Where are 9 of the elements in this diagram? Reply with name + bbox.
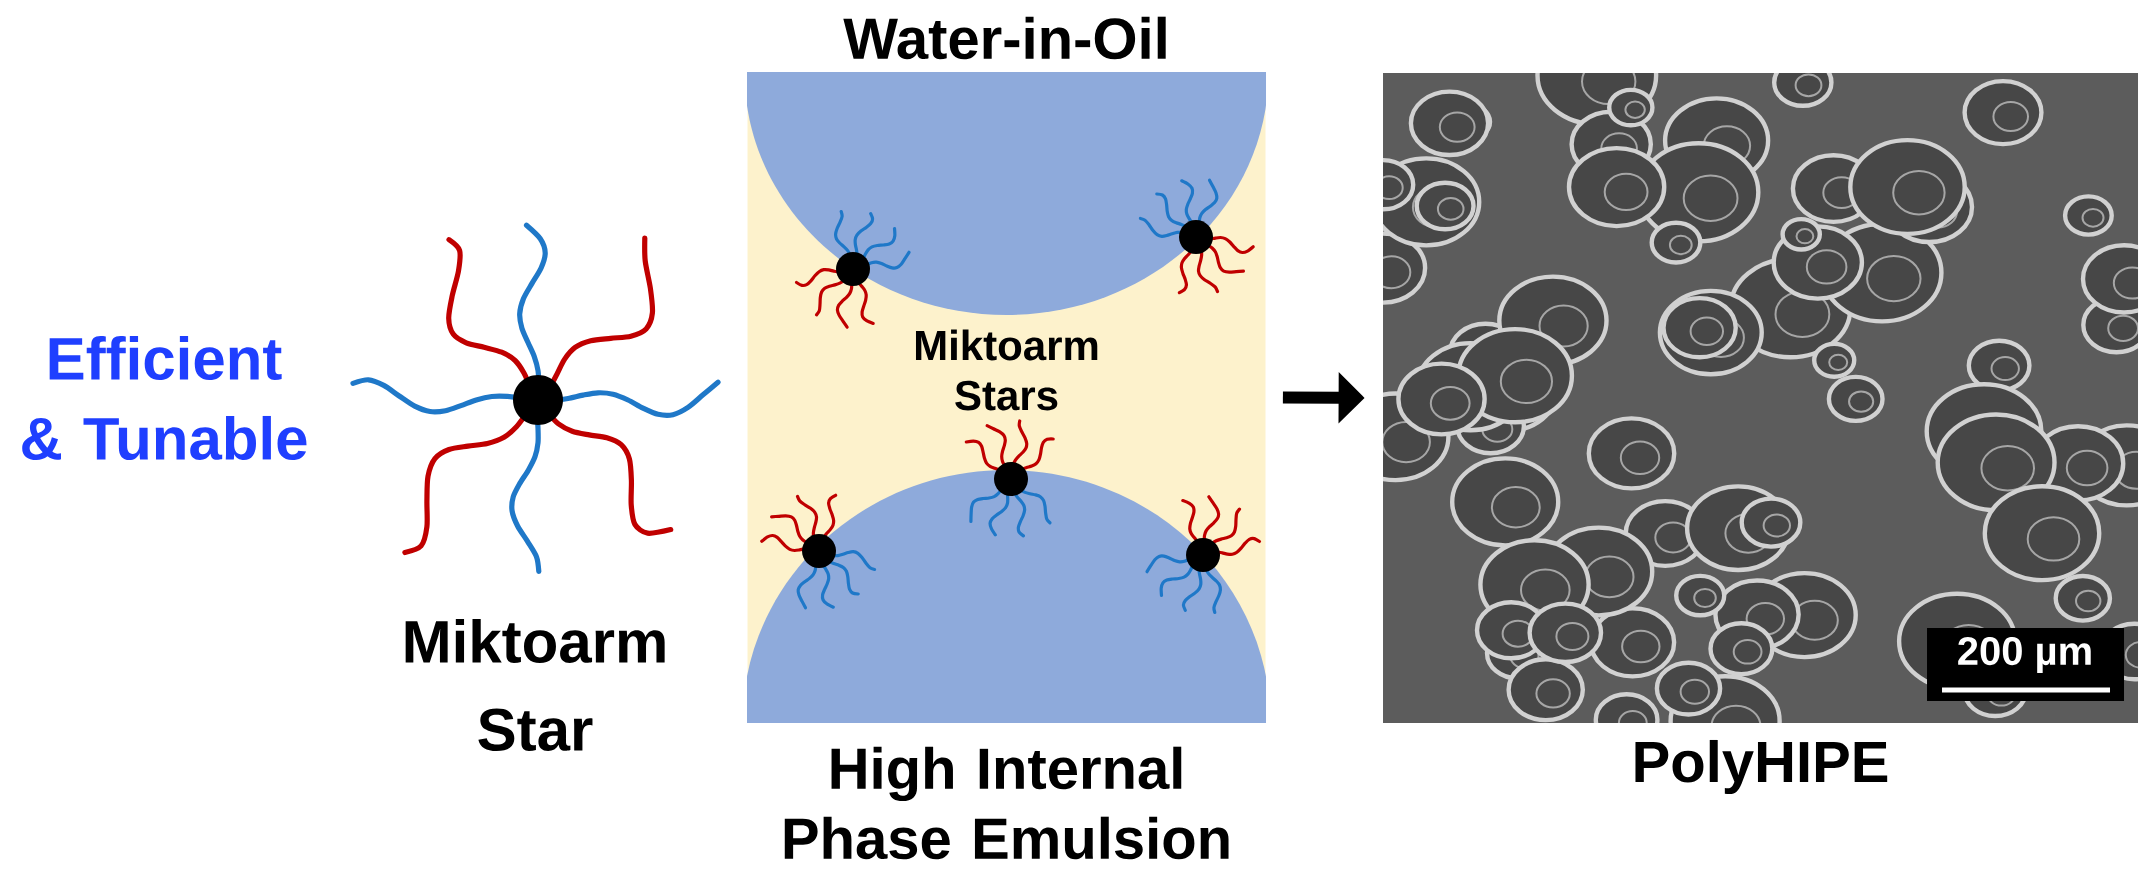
panel-caption: High Internal Phase Emulsion xyxy=(784,746,1229,860)
image-caption: PolyHIPE xyxy=(1635,739,1888,795)
emulsion-panel xyxy=(747,16,1266,860)
scale-bar: 200 µm xyxy=(1927,628,2124,701)
star-caption: Miktoarm Star xyxy=(405,618,665,752)
tagline: Efficient & Tunable xyxy=(22,335,307,461)
panel-label: Miktoarm Stars xyxy=(916,329,1098,411)
sem-micrograph xyxy=(1383,73,2138,723)
panel-heading: Water-in-Oil xyxy=(843,16,1166,60)
